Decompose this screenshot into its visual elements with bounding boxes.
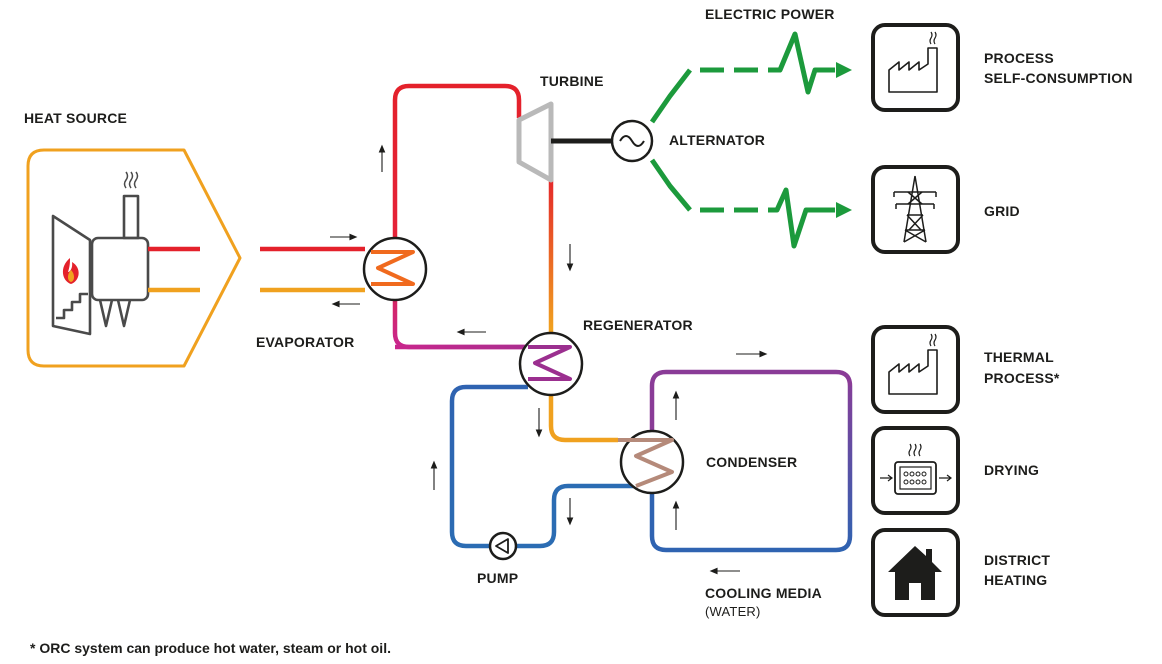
- heat-source-label: HEAT SOURCE: [24, 110, 128, 126]
- electric-power-lines: [649, 31, 835, 249]
- alternator-label: ALTERNATOR: [669, 132, 766, 148]
- flow-arrows: [330, 144, 768, 575]
- footnote: * ORC system can produce hot water, stea…: [30, 640, 391, 656]
- evaporator-label: EVAPORATOR: [256, 334, 355, 350]
- condenser-hx: [618, 429, 685, 495]
- regenerator-label: REGENERATOR: [583, 317, 693, 333]
- drying-label: DRYING: [984, 462, 1040, 478]
- pump-label: PUMP: [477, 570, 519, 586]
- district-heating-label-line2: HEATING: [984, 572, 1048, 588]
- turbine-label: TURBINE: [540, 73, 604, 89]
- drying-icon: [871, 426, 960, 515]
- cooling-media-sublabel: (WATER): [705, 604, 761, 619]
- pump-symbol: [488, 531, 518, 561]
- process-label-line1: PROCESS: [984, 50, 1054, 66]
- grid-pylon-icon: [871, 165, 960, 254]
- process-label-line2: SELF-CONSUMPTION: [984, 70, 1133, 86]
- condenser-label: CONDENSER: [706, 454, 798, 470]
- process-icon: [871, 23, 960, 112]
- thermal-process-label-line2: PROCESS*: [984, 370, 1060, 386]
- district-heating-label-line1: DISTRICT: [984, 552, 1051, 568]
- district-heating-house-icon: [871, 528, 960, 617]
- thermal-process-label-line1: THERMAL: [984, 349, 1054, 365]
- electric-power-label: ELECTRIC POWER: [705, 6, 835, 22]
- grid-label: GRID: [984, 203, 1020, 219]
- heat-source-boundary: [26, 148, 242, 368]
- turbine-symbol: [516, 101, 554, 183]
- flame-icon: [62, 258, 79, 284]
- smoke-icon: [123, 171, 139, 189]
- boiler-icon: [51, 194, 150, 336]
- thermal-process-icon: [871, 325, 960, 414]
- evaporator-hx: [362, 236, 428, 302]
- cooling-media-label: COOLING MEDIA: [705, 585, 822, 601]
- regenerator-hx: [518, 331, 584, 397]
